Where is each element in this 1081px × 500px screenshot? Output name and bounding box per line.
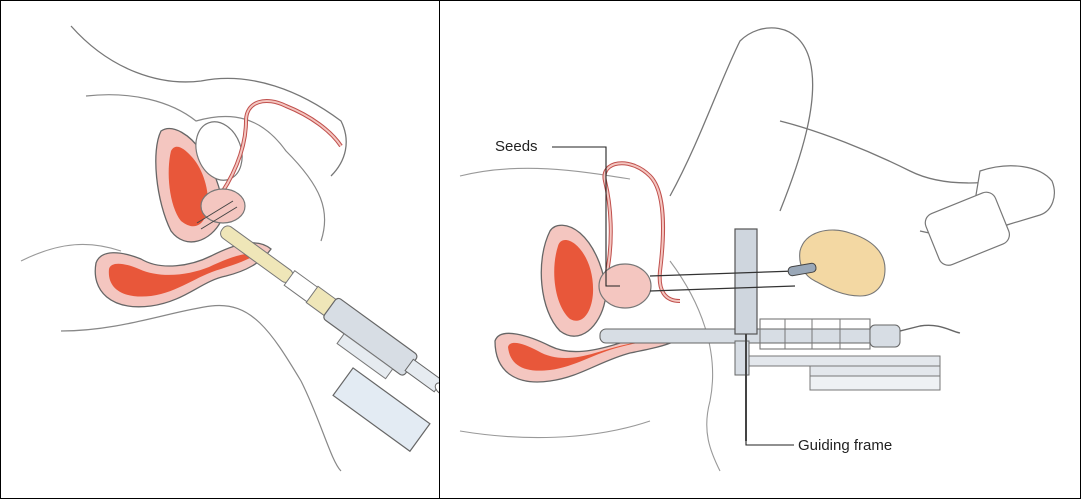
prostate — [201, 189, 245, 223]
transrectal-ultrasound-illustration — [1, 1, 441, 500]
probe-handle — [333, 368, 430, 451]
buttock-contour — [670, 261, 720, 471]
right-panel: Seeds Guiding frame — [439, 0, 1081, 499]
seeds-label: Seeds — [495, 138, 538, 155]
brachytherapy-setup-illustration: Seeds Guiding frame — [440, 1, 1081, 500]
guiding-frame-label: Guiding frame — [798, 437, 892, 454]
left-panel — [0, 0, 440, 499]
leg-outline — [670, 28, 813, 211]
guiding-frame-leader-line — [746, 441, 794, 445]
stepper-base — [735, 341, 940, 390]
ultrasound-probe — [208, 219, 441, 414]
back-contour — [460, 421, 650, 438]
guiding-frame-template — [735, 229, 757, 334]
needle-line-bottom — [650, 286, 795, 291]
lower-contour — [61, 305, 341, 471]
needle-line-top — [650, 271, 795, 276]
